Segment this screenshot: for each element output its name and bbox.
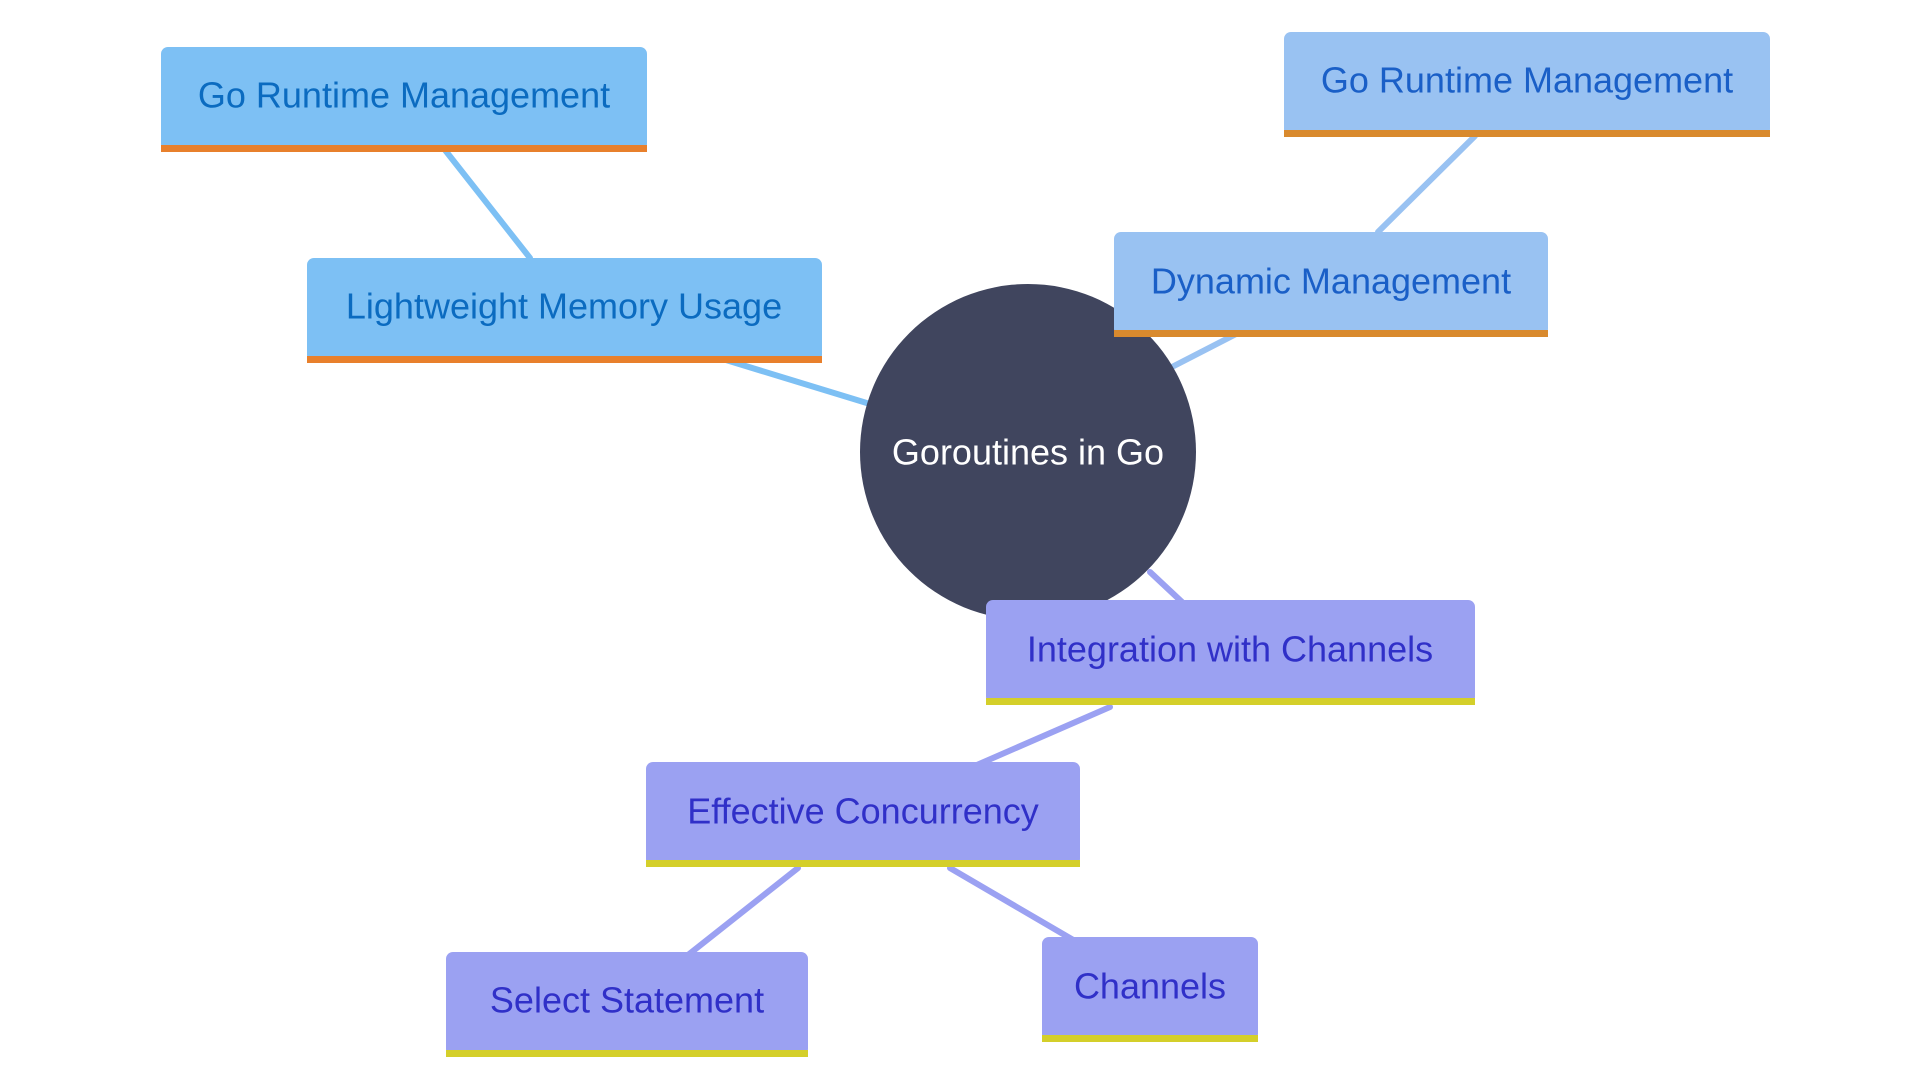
node-go-runtime-management-left-accent	[161, 145, 647, 152]
edge-effective-select-statement	[685, 865, 801, 958]
center-node-label: Goroutines in Go	[892, 432, 1164, 473]
node-dynamic-management[interactable]: Dynamic Management	[1114, 232, 1548, 337]
node-channels-label: Channels	[1074, 966, 1226, 1007]
node-dynamic-management-box	[1114, 232, 1548, 336]
center-node-circle	[860, 284, 1196, 620]
node-lightweight-memory-usage-label: Lightweight Memory Usage	[346, 286, 782, 327]
edge-center-lightweight-memory	[723, 357, 873, 407]
node-go-runtime-management-right-accent	[1284, 130, 1770, 137]
edge-integration-effective-concurrency	[967, 704, 1113, 771]
edge-effective-channels	[947, 865, 1078, 944]
node-integration-with-channels-box	[986, 600, 1475, 704]
node-select-statement-box	[446, 952, 808, 1056]
node-integration-with-channels[interactable]: Integration with Channels	[986, 600, 1475, 705]
node-lightweight-memory-usage-box	[307, 258, 822, 362]
edge-lightweight-memory-runtime-left	[442, 147, 533, 261]
node-channels[interactable]: Channels	[1042, 937, 1258, 1042]
node-go-runtime-management-left-box	[161, 47, 647, 151]
node-channels-accent	[1042, 1035, 1258, 1042]
connectors	[442, 133, 1478, 958]
node-select-statement[interactable]: Select Statement	[446, 952, 808, 1057]
node-dynamic-management-label: Dynamic Management	[1151, 261, 1511, 302]
center-node[interactable]: Goroutines in Go	[860, 284, 1196, 620]
node-go-runtime-management-right[interactable]: Go Runtime Management	[1284, 32, 1770, 137]
node-integration-with-channels-accent	[986, 698, 1475, 705]
node-go-runtime-management-left-label: Go Runtime Management	[198, 75, 610, 116]
node-lightweight-memory-usage[interactable]: Lightweight Memory Usage	[307, 258, 822, 363]
node-effective-concurrency-accent	[646, 860, 1080, 867]
node-go-runtime-management-right-box	[1284, 32, 1770, 136]
node-integration-with-channels-label: Integration with Channels	[1027, 629, 1433, 670]
node-channels-box	[1042, 937, 1258, 1041]
node-effective-concurrency-box	[646, 762, 1080, 866]
edge-dynamic-management-runtime-right	[1375, 133, 1478, 235]
node-effective-concurrency[interactable]: Effective Concurrency	[646, 762, 1080, 867]
node-dynamic-management-accent	[1114, 330, 1548, 337]
edge-center-integration-channels	[1147, 569, 1185, 605]
node-select-statement-accent	[446, 1050, 808, 1057]
node-lightweight-memory-usage-accent	[307, 356, 822, 363]
node-effective-concurrency-label: Effective Concurrency	[687, 791, 1039, 832]
node-select-statement-label: Select Statement	[490, 980, 764, 1021]
node-go-runtime-management-left[interactable]: Go Runtime Management	[161, 47, 647, 152]
edge-center-dynamic-management	[1167, 329, 1243, 371]
node-go-runtime-management-right-label: Go Runtime Management	[1321, 60, 1733, 101]
